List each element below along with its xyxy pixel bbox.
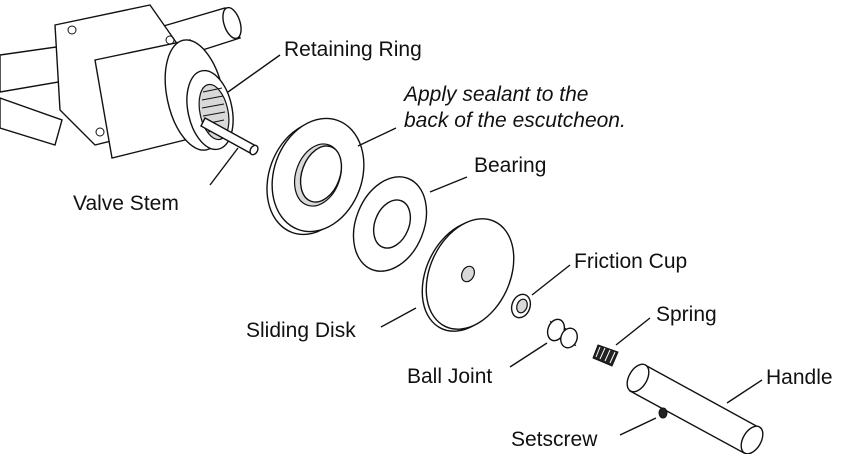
label-spring: Spring — [656, 303, 717, 326]
leader-retaining-ring — [227, 54, 281, 93]
leader-sealant-note — [357, 127, 397, 147]
note-sealant-line1: Apply sealant to the — [402, 83, 588, 106]
leader-setscrew — [619, 417, 657, 436]
valve-body — [0, 4, 242, 159]
leader-lines — [209, 54, 763, 436]
valve-stem — [200, 117, 259, 156]
leader-spring — [615, 317, 651, 346]
labels: Retaining Ring Apply sealant to the back… — [73, 38, 833, 451]
label-valve-stem: Valve Stem — [73, 192, 179, 215]
sliding-disk — [421, 218, 515, 332]
retaining-ring — [266, 117, 365, 236]
label-handle: Handle — [766, 366, 833, 389]
ball-joint — [546, 318, 578, 349]
leader-sliding-disk — [380, 307, 417, 328]
handle — [626, 363, 764, 454]
setscrew — [658, 407, 668, 419]
leader-bearing — [429, 176, 468, 193]
label-retaining-ring: Retaining Ring — [284, 38, 422, 61]
label-sliding-disk: Sliding Disk — [246, 319, 356, 342]
label-setscrew: Setscrew — [511, 428, 598, 451]
leader-ball-joint — [509, 342, 548, 368]
spring — [592, 344, 619, 367]
label-bearing: Bearing — [474, 154, 546, 177]
bearing — [352, 176, 428, 272]
label-ball-joint: Ball Joint — [407, 365, 492, 388]
label-friction-cup: Friction Cup — [574, 250, 687, 273]
leader-handle — [726, 379, 763, 404]
note-sealant-line2: back of the escutcheon. — [404, 109, 626, 132]
friction-cup — [510, 293, 532, 319]
leader-friction-cup — [531, 264, 571, 296]
leader-valve-stem — [209, 147, 239, 186]
